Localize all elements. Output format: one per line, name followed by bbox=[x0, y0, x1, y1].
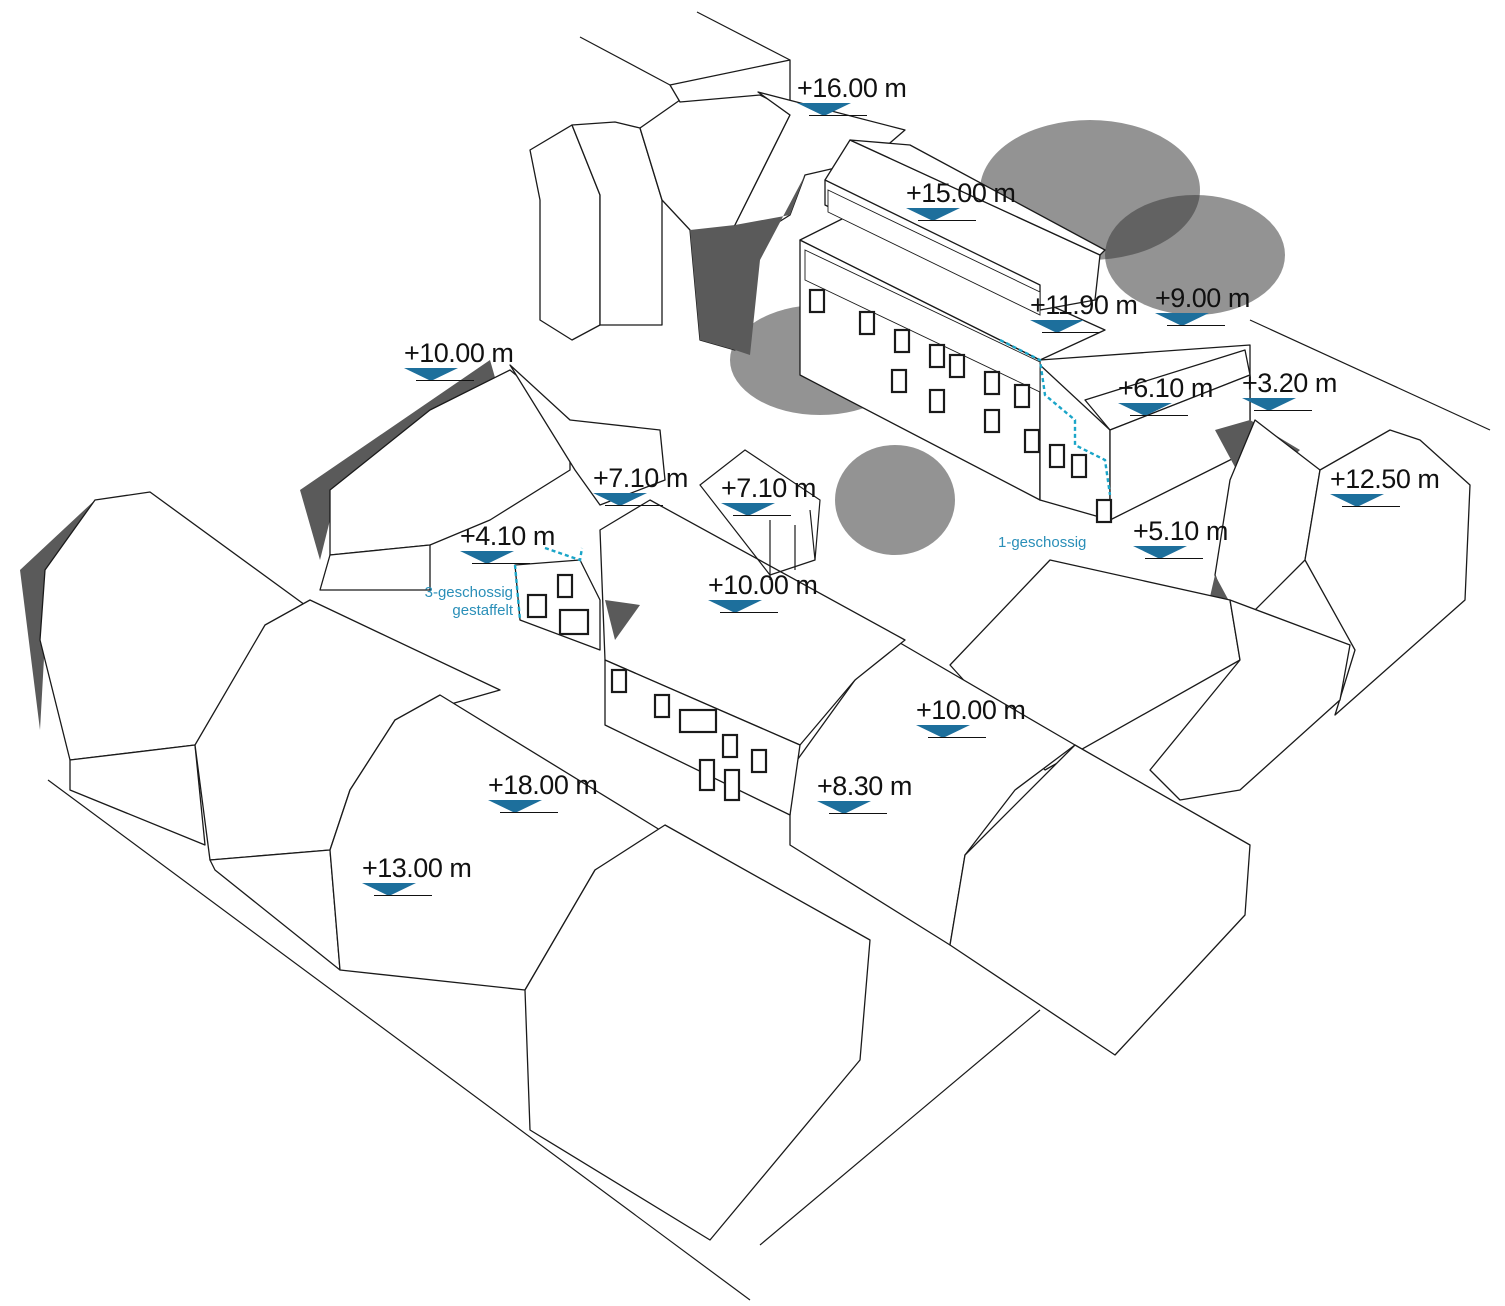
building-north-gables bbox=[529, 59, 906, 355]
level-triangle-icon bbox=[460, 551, 514, 564]
height-label: +4.10 m bbox=[460, 521, 555, 551]
level-triangle-icon bbox=[362, 883, 416, 896]
height-label: +18.00 m bbox=[488, 770, 598, 800]
height-label: +7.10 m bbox=[721, 473, 816, 503]
level-triangle-icon bbox=[721, 503, 775, 516]
facade-glazing bbox=[804, 189, 1041, 393]
annotation-three-storey: 3-geschossig gestaffelt bbox=[405, 584, 513, 620]
level-line bbox=[416, 380, 474, 381]
height-label: +11.90 m bbox=[1030, 290, 1138, 320]
level-line bbox=[720, 612, 778, 613]
level-line bbox=[1042, 332, 1100, 333]
annotation-three-storey-line1: 3-geschossig bbox=[424, 584, 513, 601]
level-triangle-icon bbox=[1330, 494, 1384, 507]
building-central-middle bbox=[599, 499, 906, 816]
building-east-long bbox=[789, 559, 1351, 1056]
level-line bbox=[500, 812, 558, 813]
level-triangle-icon bbox=[1133, 546, 1187, 559]
height-label: +10.00 m bbox=[916, 695, 1026, 725]
height-label: +15.00 m bbox=[906, 178, 1016, 208]
dashed-level-lines bbox=[513, 338, 1112, 621]
height-label: +10.00 m bbox=[708, 570, 818, 600]
level-line bbox=[1342, 506, 1400, 507]
level-triangle-icon bbox=[817, 801, 871, 814]
level-line bbox=[809, 115, 867, 116]
height-label: +6.10 m bbox=[1118, 373, 1213, 403]
level-line bbox=[374, 895, 432, 896]
height-label: +3.20 m bbox=[1242, 368, 1337, 398]
height-label: +8.30 m bbox=[817, 771, 912, 801]
level-triangle-icon bbox=[488, 800, 542, 813]
level-line bbox=[1130, 415, 1188, 416]
level-triangle-icon bbox=[593, 493, 647, 506]
level-triangle-icon bbox=[1155, 313, 1209, 326]
level-triangle-icon bbox=[797, 103, 851, 116]
building-southwest-row bbox=[20, 491, 871, 1241]
level-line bbox=[928, 737, 986, 738]
level-line bbox=[1145, 558, 1203, 559]
height-label: +9.00 m bbox=[1155, 283, 1250, 313]
level-line bbox=[1167, 325, 1225, 326]
level-line bbox=[1254, 410, 1312, 411]
building-northwest-wing bbox=[300, 360, 666, 651]
height-label: +7.10 m bbox=[593, 463, 688, 493]
annotation-three-storey-line2: gestaffelt bbox=[452, 602, 513, 619]
height-label: +13.00 m bbox=[362, 853, 472, 883]
level-line bbox=[918, 220, 976, 221]
level-line bbox=[733, 515, 791, 516]
height-label: +12.50 m bbox=[1330, 464, 1440, 494]
level-triangle-icon bbox=[1242, 398, 1296, 411]
level-line bbox=[472, 563, 530, 564]
level-triangle-icon bbox=[916, 725, 970, 738]
level-triangle-icon bbox=[1030, 320, 1084, 333]
height-label: +10.00 m bbox=[404, 338, 514, 368]
ground-lines bbox=[47, 11, 1491, 1301]
windows-main-block bbox=[808, 288, 1113, 524]
height-label: +16.00 m bbox=[797, 73, 907, 103]
level-triangle-icon bbox=[1118, 403, 1172, 416]
level-line bbox=[605, 505, 663, 506]
level-triangle-icon bbox=[404, 368, 458, 381]
height-label: +5.10 m bbox=[1133, 516, 1228, 546]
level-triangle-icon bbox=[906, 208, 960, 221]
pergola-frame bbox=[699, 449, 821, 580]
annotation-one-storey: 1-geschossig bbox=[998, 534, 1087, 551]
level-triangle-icon bbox=[708, 600, 762, 613]
level-line bbox=[829, 813, 887, 814]
